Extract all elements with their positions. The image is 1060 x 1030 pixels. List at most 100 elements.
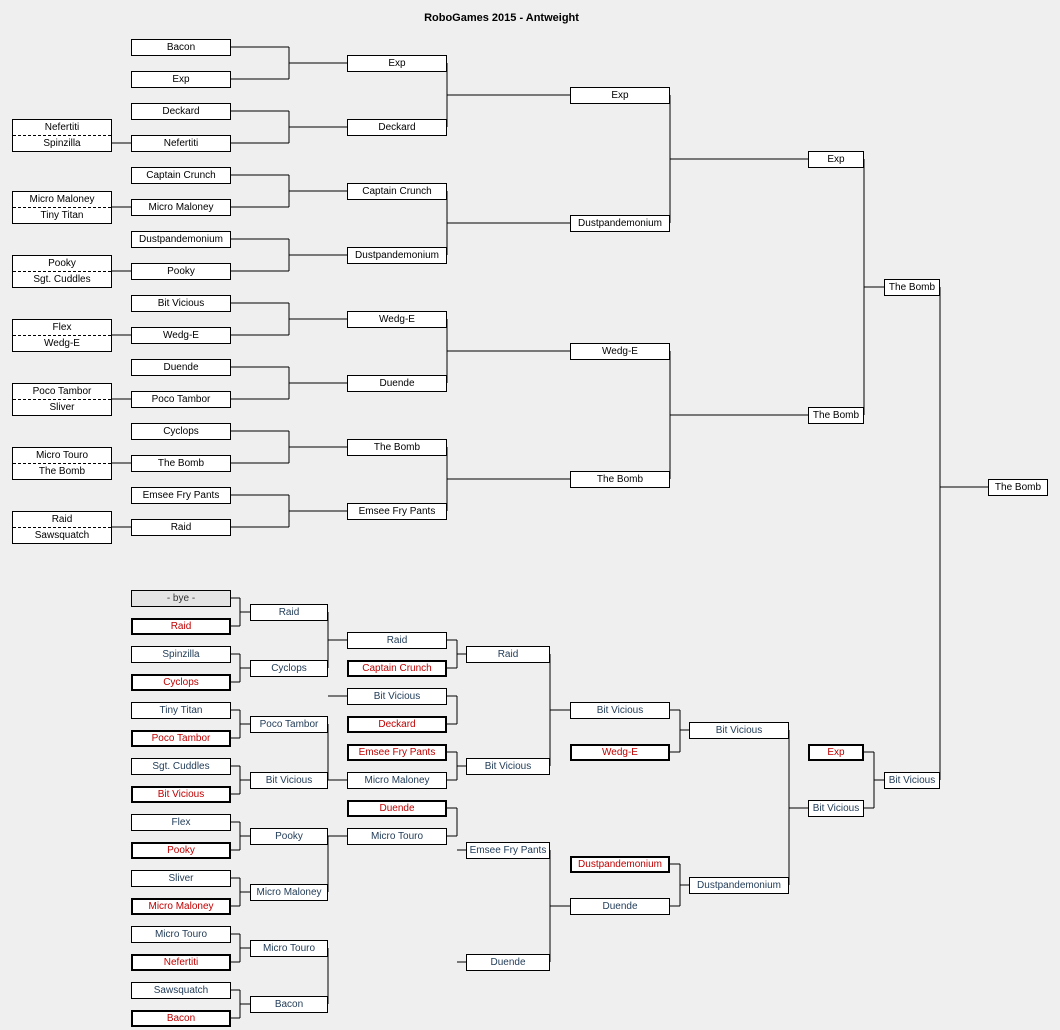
losers-final-slot: Bit Vicious	[884, 772, 940, 789]
losers-r7-slot: Exp	[808, 744, 864, 761]
winners-r2-slot: Wedg-E	[347, 311, 447, 328]
losers-r2-slot: Poco Tambor	[250, 716, 328, 733]
preliminary-entrant: Raid	[13, 512, 111, 528]
losers-r3-slot: Bit Vicious	[347, 688, 447, 705]
losers-r3-slot: Micro Touro	[347, 828, 447, 845]
losers-r5-slot: Wedg-E	[570, 744, 670, 761]
bracket-title: RoboGames 2015 - Antweight	[424, 12, 579, 24]
winners-r1-slot: Micro Maloney	[131, 199, 231, 216]
winners-r1-slot: Wedg-E	[131, 327, 231, 344]
preliminary-entrant: Poco Tambor	[13, 384, 111, 400]
winners-r3-slot: Dustpandemonium	[570, 215, 670, 232]
losers-r5-slot: Bit Vicious	[570, 702, 670, 719]
preliminary-entrant: The Bomb	[38, 466, 86, 477]
preliminary-entrant: Nefertiti	[13, 120, 111, 136]
winners-r1-slot: Cyclops	[131, 423, 231, 440]
preliminary-entrant: Micro Touro	[13, 448, 111, 464]
losers-r1-slot: Sliver	[131, 870, 231, 887]
winners-r1-slot: Bit Vicious	[131, 295, 231, 312]
losers-r1-slot: Sgt. Cuddles	[131, 758, 231, 775]
winners-r1-slot: Pooky	[131, 263, 231, 280]
preliminary-entrant: Wedg-E	[44, 338, 80, 349]
losers-r5-slot: Duende	[570, 898, 670, 915]
losers-r1-slot: Sawsquatch	[131, 982, 231, 999]
losers-r2-slot: Micro Touro	[250, 940, 328, 957]
losers-r1-slot: Flex	[131, 814, 231, 831]
winners-r1-slot: Duende	[131, 359, 231, 376]
champion-slot: The Bomb	[988, 479, 1048, 496]
winners-r2-slot: The Bomb	[347, 439, 447, 456]
losers-r3-slot: Raid	[347, 632, 447, 649]
preliminary-entrant: Sawsquatch	[34, 530, 90, 541]
winners-r4-slot: Exp	[808, 151, 864, 168]
winners-r2-slot: Deckard	[347, 119, 447, 136]
winners-r1-slot: Exp	[131, 71, 231, 88]
losers-r6-slot: Bit Vicious	[689, 722, 789, 739]
losers-r1-slot: Micro Maloney	[131, 898, 231, 915]
losers-r2-slot: Raid	[250, 604, 328, 621]
losers-r2-slot: Pooky	[250, 828, 328, 845]
preliminary-entrant: Sliver	[49, 402, 75, 413]
winners-r1-slot: Deckard	[131, 103, 231, 120]
losers-r1-slot: Poco Tambor	[131, 730, 231, 747]
losers-r1-slot: Cyclops	[131, 674, 231, 691]
losers-r4-slot: Emsee Fry Pants	[466, 842, 550, 859]
winners-r2-slot: Captain Crunch	[347, 183, 447, 200]
losers-r3-slot: Emsee Fry Pants	[347, 744, 447, 761]
winners-r1-slot: Bacon	[131, 39, 231, 56]
winners-r1-slot: The Bomb	[131, 455, 231, 472]
winners-final-slot: The Bomb	[884, 279, 940, 296]
losers-r3-slot: Duende	[347, 800, 447, 817]
losers-r4-slot: Raid	[466, 646, 550, 663]
preliminary-entrant: Micro Maloney	[13, 192, 111, 208]
preliminary-entrant: Spinzilla	[43, 138, 81, 149]
losers-r3-slot: Captain Crunch	[347, 660, 447, 677]
winners-r1-slot: Captain Crunch	[131, 167, 231, 184]
losers-r1-slot: Spinzilla	[131, 646, 231, 663]
losers-r6-slot: Dustpandemonium	[689, 877, 789, 894]
winners-r2-slot: Duende	[347, 375, 447, 392]
losers-r3-slot: Deckard	[347, 716, 447, 733]
losers-r4-slot: Bit Vicious	[466, 758, 550, 775]
losers-r4-slot: Duende	[466, 954, 550, 971]
losers-r2-slot: Micro Maloney	[250, 884, 328, 901]
losers-r5-slot: Dustpandemonium	[570, 856, 670, 873]
preliminary-entrant: Tiny Titan	[40, 210, 84, 221]
losers-r1-slot: Tiny Titan	[131, 702, 231, 719]
preliminary-entrant: Sgt. Cuddles	[33, 274, 91, 285]
winners-r1-slot: Raid	[131, 519, 231, 536]
winners-r3-slot: The Bomb	[570, 471, 670, 488]
winners-r1-slot: Nefertiti	[131, 135, 231, 152]
losers-r2-slot: Bit Vicious	[250, 772, 328, 789]
winners-r4-slot: The Bomb	[808, 407, 864, 424]
winners-r3-slot: Exp	[570, 87, 670, 104]
losers-r2-slot: Cyclops	[250, 660, 328, 677]
losers-r1-slot: Nefertiti	[131, 954, 231, 971]
preliminary-entrant: Flex	[13, 320, 111, 336]
winners-r1-slot: Poco Tambor	[131, 391, 231, 408]
losers-r1-slot: Bacon	[131, 1010, 231, 1027]
winners-r2-slot: Dustpandemonium	[347, 247, 447, 264]
winners-r1-slot: Emsee Fry Pants	[131, 487, 231, 504]
losers-r1-slot: Micro Touro	[131, 926, 231, 943]
losers-r1-slot: Raid	[131, 618, 231, 635]
losers-r7-slot: Bit Vicious	[808, 800, 864, 817]
losers-r1-slot: Bit Vicious	[131, 786, 231, 803]
losers-r3-slot: Micro Maloney	[347, 772, 447, 789]
winners-r1-slot: Dustpandemonium	[131, 231, 231, 248]
losers-r1-slot: - bye -	[131, 590, 231, 607]
losers-r2-slot: Bacon	[250, 996, 328, 1013]
losers-r1-slot: Pooky	[131, 842, 231, 859]
winners-r3-slot: Wedg-E	[570, 343, 670, 360]
winners-r2-slot: Exp	[347, 55, 447, 72]
preliminary-entrant: Pooky	[13, 256, 111, 272]
winners-r2-slot: Emsee Fry Pants	[347, 503, 447, 520]
